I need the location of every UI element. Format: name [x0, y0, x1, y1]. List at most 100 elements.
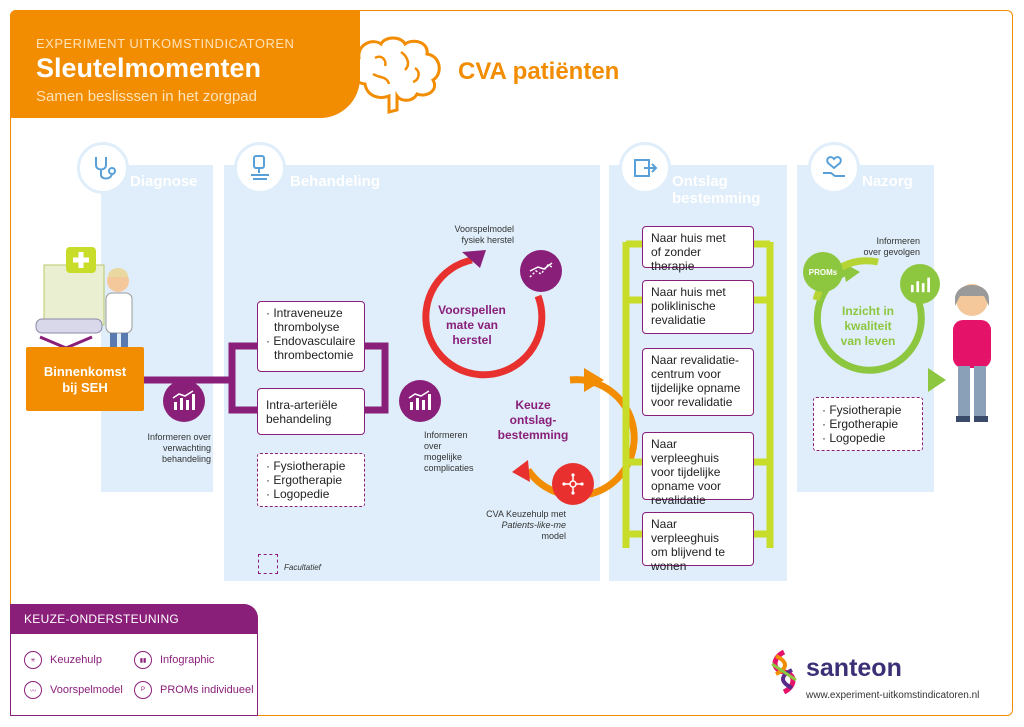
- care-hands-icon: [808, 142, 860, 194]
- destination-3: Naar revalidatie- centrum voor tijdelijk…: [642, 348, 754, 416]
- destination-4-line-1: Naar verpleeghuis: [651, 437, 720, 465]
- phase-label-nazorg: Nazorg: [862, 173, 913, 190]
- destination-5-line-2: om blijvend te: [651, 545, 726, 559]
- proms-legend-icon: P: [134, 681, 152, 699]
- destination-4-line-3: opname voor: [651, 479, 722, 493]
- cycle-keuze-line-1: Keuze: [515, 398, 551, 412]
- note-gevolgen-line-1: Informeren: [876, 236, 920, 246]
- note-verwachting-line-2: verwachting: [162, 443, 211, 453]
- note-keuzehulp: CVA Keuzehulp met Patients-like-me model: [474, 509, 566, 542]
- destination-4-line-2: voor tijdelijke: [651, 465, 721, 479]
- panel-behandeling: [224, 165, 600, 581]
- destination-5-line-1: Naar verpleeghuis: [651, 517, 720, 545]
- legend-voorspelmodel: Voorspelmodel: [50, 684, 123, 696]
- start-label-2: bij SEH: [62, 380, 108, 395]
- exit-icon: [619, 142, 671, 194]
- page-frame: [10, 10, 1013, 716]
- cycle-inzicht-line-1: Inzicht in: [842, 304, 894, 318]
- header-banner: [10, 10, 360, 118]
- destination-5: Naar verpleeghuis om blijvend te wonen: [642, 512, 754, 573]
- note-complicaties-line-3: mogelijke: [424, 452, 463, 462]
- note-complicaties: Informeren over mogelijke complicaties: [424, 430, 474, 474]
- treatment-2-line-2: behandeling: [266, 412, 332, 426]
- infographic-legend-icon: ▮▮: [134, 651, 152, 669]
- note-keuzehulp-line-2: Patients-like-me: [501, 520, 566, 530]
- note-verwachting: Informeren over verwachting behandeling: [103, 432, 211, 465]
- cycle-voorspellen-line-3: herstel: [452, 333, 492, 347]
- santeon-wordmark: santeon: [806, 654, 902, 682]
- note-complicaties-line-1: Informeren: [424, 430, 468, 440]
- nazorg-therapy-3: · Logopedie: [822, 431, 886, 445]
- destination-3-line-3: tijdelijke opname: [651, 381, 741, 395]
- destination-3-line-4: voor revalidatie: [651, 395, 733, 409]
- cycle-voorspellen-label: Voorspellen mate van herstel: [430, 303, 514, 348]
- destination-2-line-2: poliklinische: [651, 299, 716, 313]
- header-title: Sleutelmomenten: [36, 53, 262, 83]
- cycle-voorspellen-line-1: Voorspellen: [438, 303, 506, 317]
- destination-4: Naar verpleeghuis voor tijdelijke opname…: [642, 432, 754, 507]
- nazorg-therapies-box: · Fysiotherapie · Ergotherapie · Logoped…: [813, 397, 923, 451]
- proms-icon: PROMs: [803, 252, 843, 292]
- note-complicaties-line-2: over: [424, 441, 442, 451]
- destination-2-line-3: revalidatie: [651, 313, 706, 327]
- note-gevolgen-line-2: over gevolgen: [863, 247, 920, 257]
- note-complicaties-line-4: complicaties: [424, 463, 474, 473]
- header-subtitle: EXPERIMENT UITKOMSTINDICATOREN: [36, 36, 295, 51]
- infographic-icon: [163, 380, 205, 422]
- cycle-inzicht-line-3: van leven: [840, 334, 896, 348]
- treatment-1-line-2: thrombolyse: [274, 320, 340, 334]
- note-voorspelmodel-line-1: Voorspelmodel: [454, 224, 514, 234]
- phase-label-ontslag-2: bestemming: [672, 190, 761, 207]
- start-label-1: Binnenkomst: [43, 364, 127, 379]
- note-keuzehulp-line-1: CVA Keuzehulp met: [486, 509, 566, 519]
- therapy-2: · Ergotherapie: [266, 473, 343, 487]
- patient-illustration: [953, 284, 991, 422]
- nazorg-therapy-1: · Fysiotherapie: [822, 403, 902, 417]
- treatment-1-line-3: · Endovasculaire: [266, 334, 356, 348]
- facultatief-label: Facultatief: [284, 563, 321, 572]
- santeon-logo-mark: [771, 649, 797, 695]
- voorspelmodel-icon: [520, 250, 562, 292]
- legend-keuzehulp: Keuzehulp: [50, 654, 102, 666]
- header-tagline: Samen beslisssen in het zorgpad: [36, 88, 257, 105]
- phase-label-diagnose: Diagnose: [130, 173, 198, 190]
- topic-title: CVA patiënten: [458, 58, 620, 85]
- therapy-3: · Logopedie: [266, 487, 330, 501]
- cycle-keuze-line-2: ontslag-: [509, 413, 557, 427]
- legend-proms: PROMs individueel: [160, 684, 254, 696]
- treatment-box-2: Intra-arteriële behandeling: [257, 388, 365, 435]
- legend-title: KEUZE-ONDERSTEUNING: [10, 604, 258, 634]
- note-voorspelmodel-line-2: fysiek herstel: [461, 235, 514, 245]
- cycle-voorspellen-line-2: mate van: [445, 318, 499, 332]
- start-box: [26, 347, 144, 411]
- destination-2-line-1: Naar huis met: [651, 285, 726, 299]
- iv-drip-icon: [234, 142, 286, 194]
- hospital-staff-illustration: [35, 247, 133, 365]
- keuzehulp-legend-icon: ✳: [24, 651, 42, 669]
- infographic-icon-complicaties: [399, 380, 441, 422]
- infographic-icon-nazorg: [900, 264, 940, 304]
- voorspelmodel-legend-icon: 〰: [24, 681, 42, 699]
- phase-label-ontslag: Ontslag: [672, 173, 728, 190]
- destination-3-line-1: Naar revalidatie-: [651, 353, 740, 367]
- footer-url[interactable]: www.experiment-uitkomstindicatoren.nl: [806, 690, 980, 701]
- destination-1-line-2: of zonder therapie: [651, 245, 702, 273]
- proms-label: PROMs: [808, 267, 838, 277]
- keuzehulp-icon: [552, 463, 594, 505]
- optional-therapies-box: · Fysiotherapie · Ergotherapie · Logoped…: [257, 453, 365, 507]
- brain-icon: [349, 36, 441, 114]
- therapy-1: · Fysiotherapie: [266, 459, 346, 473]
- destination-4-line-4: revalidatie: [651, 493, 706, 507]
- cycle-keuze-label: Keuze ontslag- bestemming: [488, 398, 578, 443]
- treatment-1-line-4: thrombectomie: [274, 348, 354, 362]
- treatment-1-line-1: · Intraveneuze: [266, 306, 343, 320]
- note-keuzehulp-line-3: model: [541, 531, 566, 541]
- treatment-box-1: · Intraveneuze thrombolyse · Endovascula…: [257, 301, 365, 372]
- phase-label-behandeling: Behandeling: [290, 173, 381, 190]
- destination-2: Naar huis met poliklinische revalidatie: [642, 280, 754, 334]
- treatment-2-line-1: Intra-arteriële: [266, 398, 338, 412]
- cycle-keuze-line-3: bestemming: [497, 428, 569, 442]
- destination-3-line-2: centrum voor: [651, 367, 722, 381]
- legend-infographic: Infographic: [160, 654, 215, 666]
- facultatief-swatch: [258, 554, 278, 574]
